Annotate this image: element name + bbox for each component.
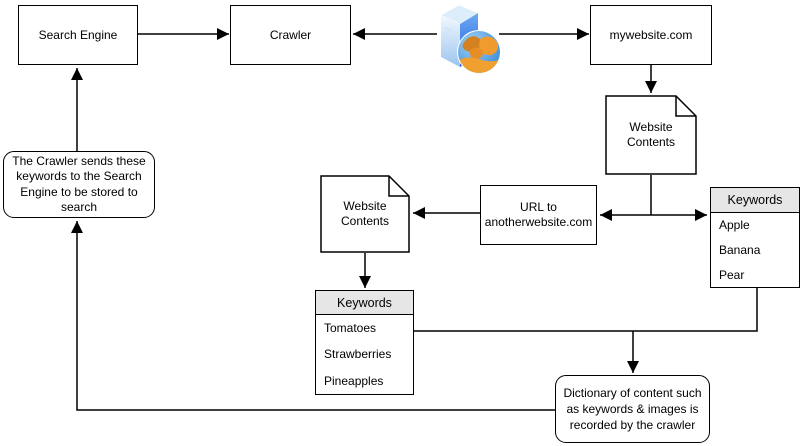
node-crawler: Crawler — [230, 5, 351, 65]
line-keywords-right-down — [413, 288, 758, 332]
mywebsite-label: mywebsite.com — [609, 27, 693, 42]
keywords-table-left-header: Keywords — [316, 291, 413, 315]
document-shape-icon — [605, 95, 697, 175]
node-url-to-anotherwebsite: URL to anotherwebsite.com — [480, 185, 597, 245]
doc-website-contents-left: Website Contents — [320, 175, 410, 253]
keywords-row-apple: Apple — [719, 218, 750, 233]
keywords-table-right: Keywords Apple Banana Pear — [710, 187, 800, 288]
keywords-row-pineapples: Pineapples — [324, 373, 384, 388]
website-contents-top-label: Website Contents — [626, 120, 676, 149]
keywords-row-banana: Banana — [719, 243, 761, 257]
keywords-table-right-header: Keywords — [711, 188, 799, 213]
url-label-line1: URL to — [520, 200, 557, 214]
search-engine-label: Search Engine — [38, 27, 118, 42]
crawler-label: Crawler — [269, 27, 312, 42]
keywords-table-left: Keywords Tomatoes Strawberries Pineapple… — [315, 290, 414, 395]
note-dictionary-recorded: Dictionary of content such as keywords &… — [555, 375, 710, 443]
node-search-engine: Search Engine — [18, 5, 138, 65]
keywords-row-pear: Pear — [719, 267, 745, 282]
server-vent-icon — [443, 26, 453, 37]
node-mywebsite: mywebsite.com — [590, 5, 712, 65]
note-crawler-sends-keywords: The Crawler sends these keywords to the … — [3, 151, 155, 218]
web-server-icon — [440, 4, 501, 74]
url-label-line2: anotherwebsite.com — [484, 215, 593, 229]
doc-website-contents-top: Website Contents — [605, 95, 697, 175]
keywords-row-tomatoes: Tomatoes — [324, 321, 377, 336]
website-contents-left-label: Website Contents — [340, 199, 390, 228]
globe-icon — [457, 30, 501, 74]
keywords-row-strawberries: Strawberries — [324, 347, 392, 362]
